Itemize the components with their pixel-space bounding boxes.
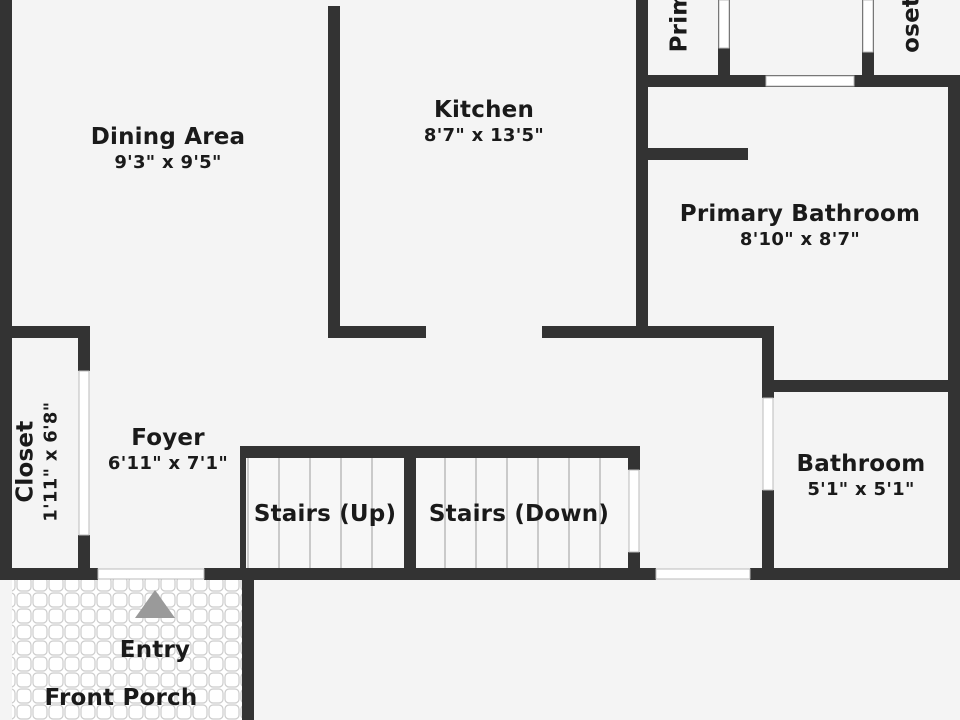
wall-porch-right [242,568,254,720]
room-name-closet-partial: oset [898,0,925,53]
room-name-primary-bathroom: Primary Bathroom [679,201,921,227]
room-name-closet: Closet [12,420,39,503]
room-name-primary-partial: Prim [666,0,693,53]
label-dining-area: Dining Area 9'3" x 9'5" [68,123,268,174]
doors [78,0,874,580]
door-closet [78,370,90,536]
wall-stairs-right-top [628,446,640,470]
wall-stairs-top [240,446,640,458]
wall-right-exterior [948,75,960,580]
wall-kitchen-bath [636,0,648,338]
wall-bottom-mid [204,568,656,580]
label-closet: Closet 1'11" x 6'8" [11,377,62,547]
door-top-right-post [862,0,874,53]
wall-bottom-right [750,568,960,580]
room-name-dining-area: Dining Area [90,124,246,150]
label-entry: Entry [95,636,215,665]
door-bottom-right [655,568,751,580]
wall-primary-bath-stub [648,148,748,160]
label-primary-partial: Prim [666,0,695,52]
door-stairs-down [628,469,640,553]
label-primary-bathroom: Primary Bathroom 8'10" x 8'7" [660,200,940,251]
wall-bath-left-bottom [762,490,774,580]
room-dims-dining-area: 9'3" x 9'5" [114,151,222,173]
wall-kitchen-bottom-right [542,326,774,338]
room-dims-closet: 1'11" x 6'8" [40,401,62,522]
room-name-stairs-up: Stairs (Up) [253,501,397,527]
wall-bath-top [762,380,960,392]
label-stairs-up: Stairs (Up) [248,500,402,529]
label-kitchen: Kitchen 8'7" x 13'5" [384,96,584,147]
room-name-entry: Entry [119,637,191,663]
label-front-porch: Front Porch [30,684,212,713]
door-entry [97,568,205,580]
room-name-bathroom: Bathroom [796,451,926,477]
wall-stairs-divider [404,446,416,580]
front-porch-floor [12,578,242,720]
room-name-kitchen: Kitchen [433,97,535,123]
wall-bottom-left [0,568,98,580]
door-bathroom [762,397,774,491]
label-stairs-down: Stairs (Down) [416,500,622,529]
entry-arrow-icon [135,590,175,618]
door-top-left-post [718,0,730,49]
wall-left-exterior [0,0,12,580]
room-dims-primary-bathroom: 8'10" x 8'7" [739,228,861,250]
wall-stairs-left-edge [240,446,246,580]
label-foyer: Foyer 6'11" x 7'1" [88,424,248,475]
wall-closet-right-top [78,326,90,371]
room-name-foyer: Foyer [131,425,205,451]
room-name-front-porch: Front Porch [44,685,198,711]
wall-kitchen-bottom-left [328,326,426,338]
door-top-room [765,75,855,87]
label-closet-partial: oset [898,0,927,54]
room-dims-foyer: 6'11" x 7'1" [107,452,229,474]
stairs-up-treads [246,458,406,568]
room-name-stairs-down: Stairs (Down) [428,501,610,527]
wall-dining-kitchen [328,6,340,338]
label-bathroom: Bathroom 5'1" x 5'1" [776,450,946,501]
stairs-down-treads [414,458,628,568]
room-dims-bathroom: 5'1" x 5'1" [807,478,915,500]
room-dims-kitchen: 8'7" x 13'5" [423,124,545,146]
wall-closet-top [0,326,90,338]
